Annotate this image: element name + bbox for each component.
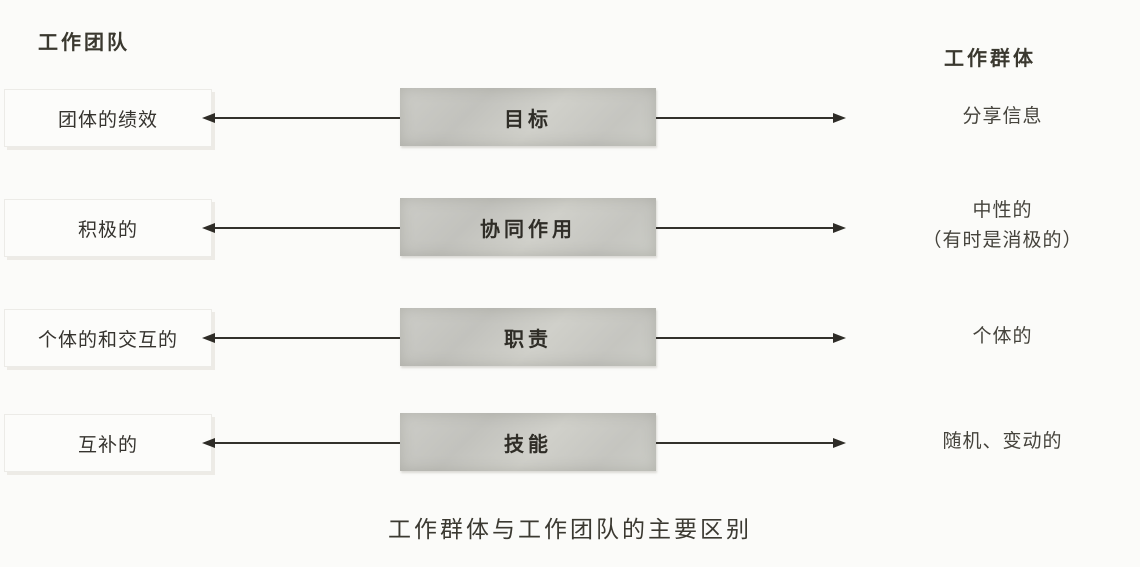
arrow-left-icon [202, 333, 215, 343]
arrow-left-icon [202, 223, 215, 233]
group-attribute-label: 随机、变动的 [880, 427, 1125, 457]
connector-right [656, 438, 846, 448]
group-attribute-line2: （有时是消极的） [922, 230, 1083, 251]
connector-left [202, 333, 400, 343]
arrow-right-icon [833, 113, 846, 123]
group-attribute-line1: 中性的 [972, 200, 1033, 221]
group-attribute-label: 分享信息 [880, 102, 1125, 132]
dimension-box: 职责 [400, 308, 656, 366]
connector-right [656, 223, 846, 233]
group-attribute-label: 个体的 [880, 322, 1125, 352]
group-attribute-line1: 个体的 [972, 326, 1033, 347]
arrow-right-icon [833, 438, 846, 448]
team-attribute-label: 积极的 [4, 199, 212, 257]
connector-left [202, 113, 400, 123]
dimension-box: 协同作用 [400, 198, 656, 256]
dimension-box: 技能 [400, 413, 656, 471]
arrow-right-icon [833, 333, 846, 343]
group-attribute-label: 中性的 （有时是消极的） [880, 196, 1125, 256]
arrow-left-icon [202, 438, 215, 448]
connector-right [656, 113, 846, 123]
team-attribute-label: 个体的和交互的 [4, 309, 212, 367]
team-attribute-label: 团体的绩效 [4, 89, 212, 147]
column-header-work-team: 工作团队 [38, 32, 130, 54]
column-header-work-group: 工作群体 [944, 48, 1036, 70]
connector-left [202, 438, 400, 448]
connector-right [656, 333, 846, 343]
arrow-right-icon [833, 223, 846, 233]
group-attribute-line1: 分享信息 [962, 106, 1043, 127]
arrow-left-icon [202, 113, 215, 123]
team-attribute-label: 互补的 [4, 414, 212, 472]
connector-left [202, 223, 400, 233]
diagram-caption: 工作群体与工作团队的主要区别 [388, 517, 752, 542]
dimension-box: 目标 [400, 88, 656, 146]
group-attribute-line1: 随机、变动的 [942, 431, 1063, 452]
